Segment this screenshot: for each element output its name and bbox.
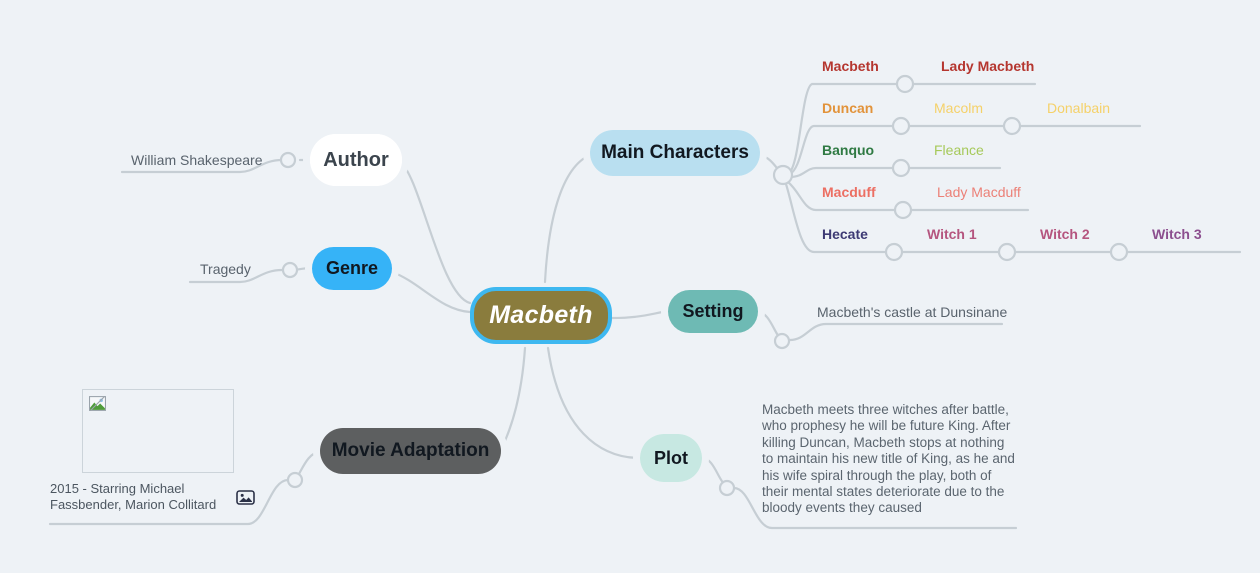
branch-node-main-characters[interactable]: Main Characters <box>590 130 760 176</box>
leaf-character-witch-1[interactable]: Witch 1 <box>927 226 977 242</box>
branch-movie-adaptation-label: Movie Adaptation <box>331 440 490 461</box>
broken-image-icon <box>89 396 106 411</box>
leaf-genre-value[interactable]: Tragedy <box>200 261 251 277</box>
leaf-author-name[interactable]: William Shakespeare <box>131 152 263 168</box>
edge-setting-leaf <box>756 310 784 342</box>
leaf-plot-summary[interactable]: Macbeth meets three witches after battle… <box>762 402 1015 516</box>
leaf-character-lady-macbeth[interactable]: Lady Macbeth <box>941 58 1035 74</box>
leaf-character-duncan[interactable]: Duncan <box>822 100 874 116</box>
connector-dot-row1-a <box>891 116 911 136</box>
connector-dot-row2 <box>891 158 911 178</box>
branch-author-inner: Author <box>310 134 402 186</box>
branch-movie-inner: Movie Adaptation <box>320 428 501 474</box>
leaf-character-fleance[interactable]: Fleance <box>934 142 984 158</box>
edge-root-movie <box>498 346 527 454</box>
movie-poster-caption[interactable]: 2015 - Starring Michael Fassbender, Mari… <box>50 481 217 512</box>
branch-genre-inner: Genre <box>312 247 392 290</box>
leaf-character-witch-2[interactable]: Witch 2 <box>1040 226 1090 242</box>
leaf-character-witch-3[interactable]: Witch 3 <box>1152 226 1202 242</box>
leaf-character-banquo[interactable]: Banquo <box>822 142 875 158</box>
branch-plot-inner: Plot <box>640 434 702 482</box>
image-icon[interactable] <box>236 489 255 506</box>
branch-node-plot[interactable]: Plot <box>640 434 702 482</box>
leaf-character-macbeth[interactable]: Macbeth <box>822 58 879 74</box>
connector-dot-row1-b <box>1002 116 1022 136</box>
connector-dot-main-hub <box>772 164 794 186</box>
root-node[interactable]: Macbeth <box>470 287 612 344</box>
branch-node-author[interactable]: Author <box>310 134 402 186</box>
leaf-character-macolm[interactable]: Macolm <box>934 100 984 116</box>
connector-dot-row4-b <box>997 242 1017 262</box>
edge-root-plot <box>546 346 642 460</box>
branch-node-setting[interactable]: Setting <box>668 290 758 333</box>
branch-genre-label: Genre <box>325 258 379 278</box>
connector-dot-row0 <box>895 74 915 94</box>
connector-dot-row4-c <box>1109 242 1129 262</box>
branch-plot-label: Plot <box>654 447 688 468</box>
connector-dot-genre <box>281 261 299 279</box>
root-node-label-wrap: Macbeth <box>470 287 612 344</box>
connector-dot-author <box>279 151 297 169</box>
edge-movie-leaf <box>294 450 322 481</box>
edge-root-genre <box>390 270 472 314</box>
edge-root-main <box>543 153 592 284</box>
edge-setting-leaf-rail <box>788 322 1004 342</box>
edge-genre-leaf <box>290 266 316 272</box>
branch-node-genre[interactable]: Genre <box>312 247 392 290</box>
edge-root-setting <box>610 309 670 320</box>
branch-main-inner: Main Characters <box>590 130 760 176</box>
branch-author-label: Author <box>323 148 389 171</box>
connector-dot-plot <box>718 479 736 497</box>
branch-node-movie-adaptation[interactable]: Movie Adaptation <box>320 428 501 474</box>
branch-setting-inner: Setting <box>668 290 758 333</box>
leaf-character-hecate[interactable]: Hecate <box>822 226 868 242</box>
connector-dot-row4-a <box>884 242 904 262</box>
root-node-label: Macbeth <box>489 301 593 329</box>
leaf-character-lady-macduff[interactable]: Lady Macduff <box>937 184 1021 200</box>
movie-poster-placeholder[interactable] <box>82 389 234 473</box>
connector-dot-setting <box>773 332 791 350</box>
leaf-setting-value[interactable]: Macbeth's castle at Dunsinane <box>817 304 1008 320</box>
edge-hub-row-2 <box>788 166 902 179</box>
leaf-character-macduff[interactable]: Macduff <box>822 184 876 200</box>
edge-hub-row-0 <box>788 82 906 174</box>
edge-plot-leaf <box>700 456 728 488</box>
connector-dot-movie <box>286 471 304 489</box>
edge-main-hub <box>758 154 784 176</box>
leaf-character-donalbain[interactable]: Donalbain <box>1047 100 1111 116</box>
connector-dot-row3 <box>893 200 913 220</box>
edge-root-author <box>398 160 472 305</box>
branch-main-characters-label: Main Characters <box>601 142 749 163</box>
branch-setting-label: Setting <box>682 301 744 321</box>
